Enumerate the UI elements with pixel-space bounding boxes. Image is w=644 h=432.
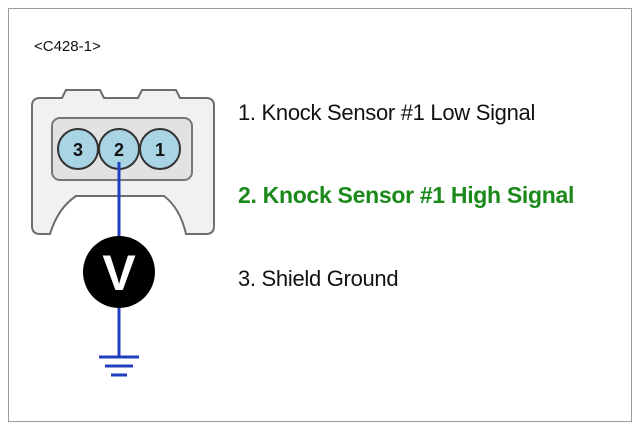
pin-1-description: 1. Knock Sensor #1 Low Signal (238, 100, 536, 125)
ground-icon (99, 355, 139, 377)
pin-3-description: 3. Shield Ground (238, 266, 399, 291)
pin-3-number: 3 (73, 140, 83, 160)
diagram-frame (8, 8, 632, 422)
connector-id-label: <C428-1> (34, 38, 101, 55)
pin-1-number: 1 (155, 140, 165, 160)
pin-2-number: 2 (114, 140, 124, 160)
pin-1-circle (139, 128, 181, 170)
pin-2-description: 2. Knock Sensor #1 High Signal (238, 182, 575, 208)
voltmeter-icon (83, 236, 155, 308)
voltmeter-symbol: V (102, 245, 136, 301)
